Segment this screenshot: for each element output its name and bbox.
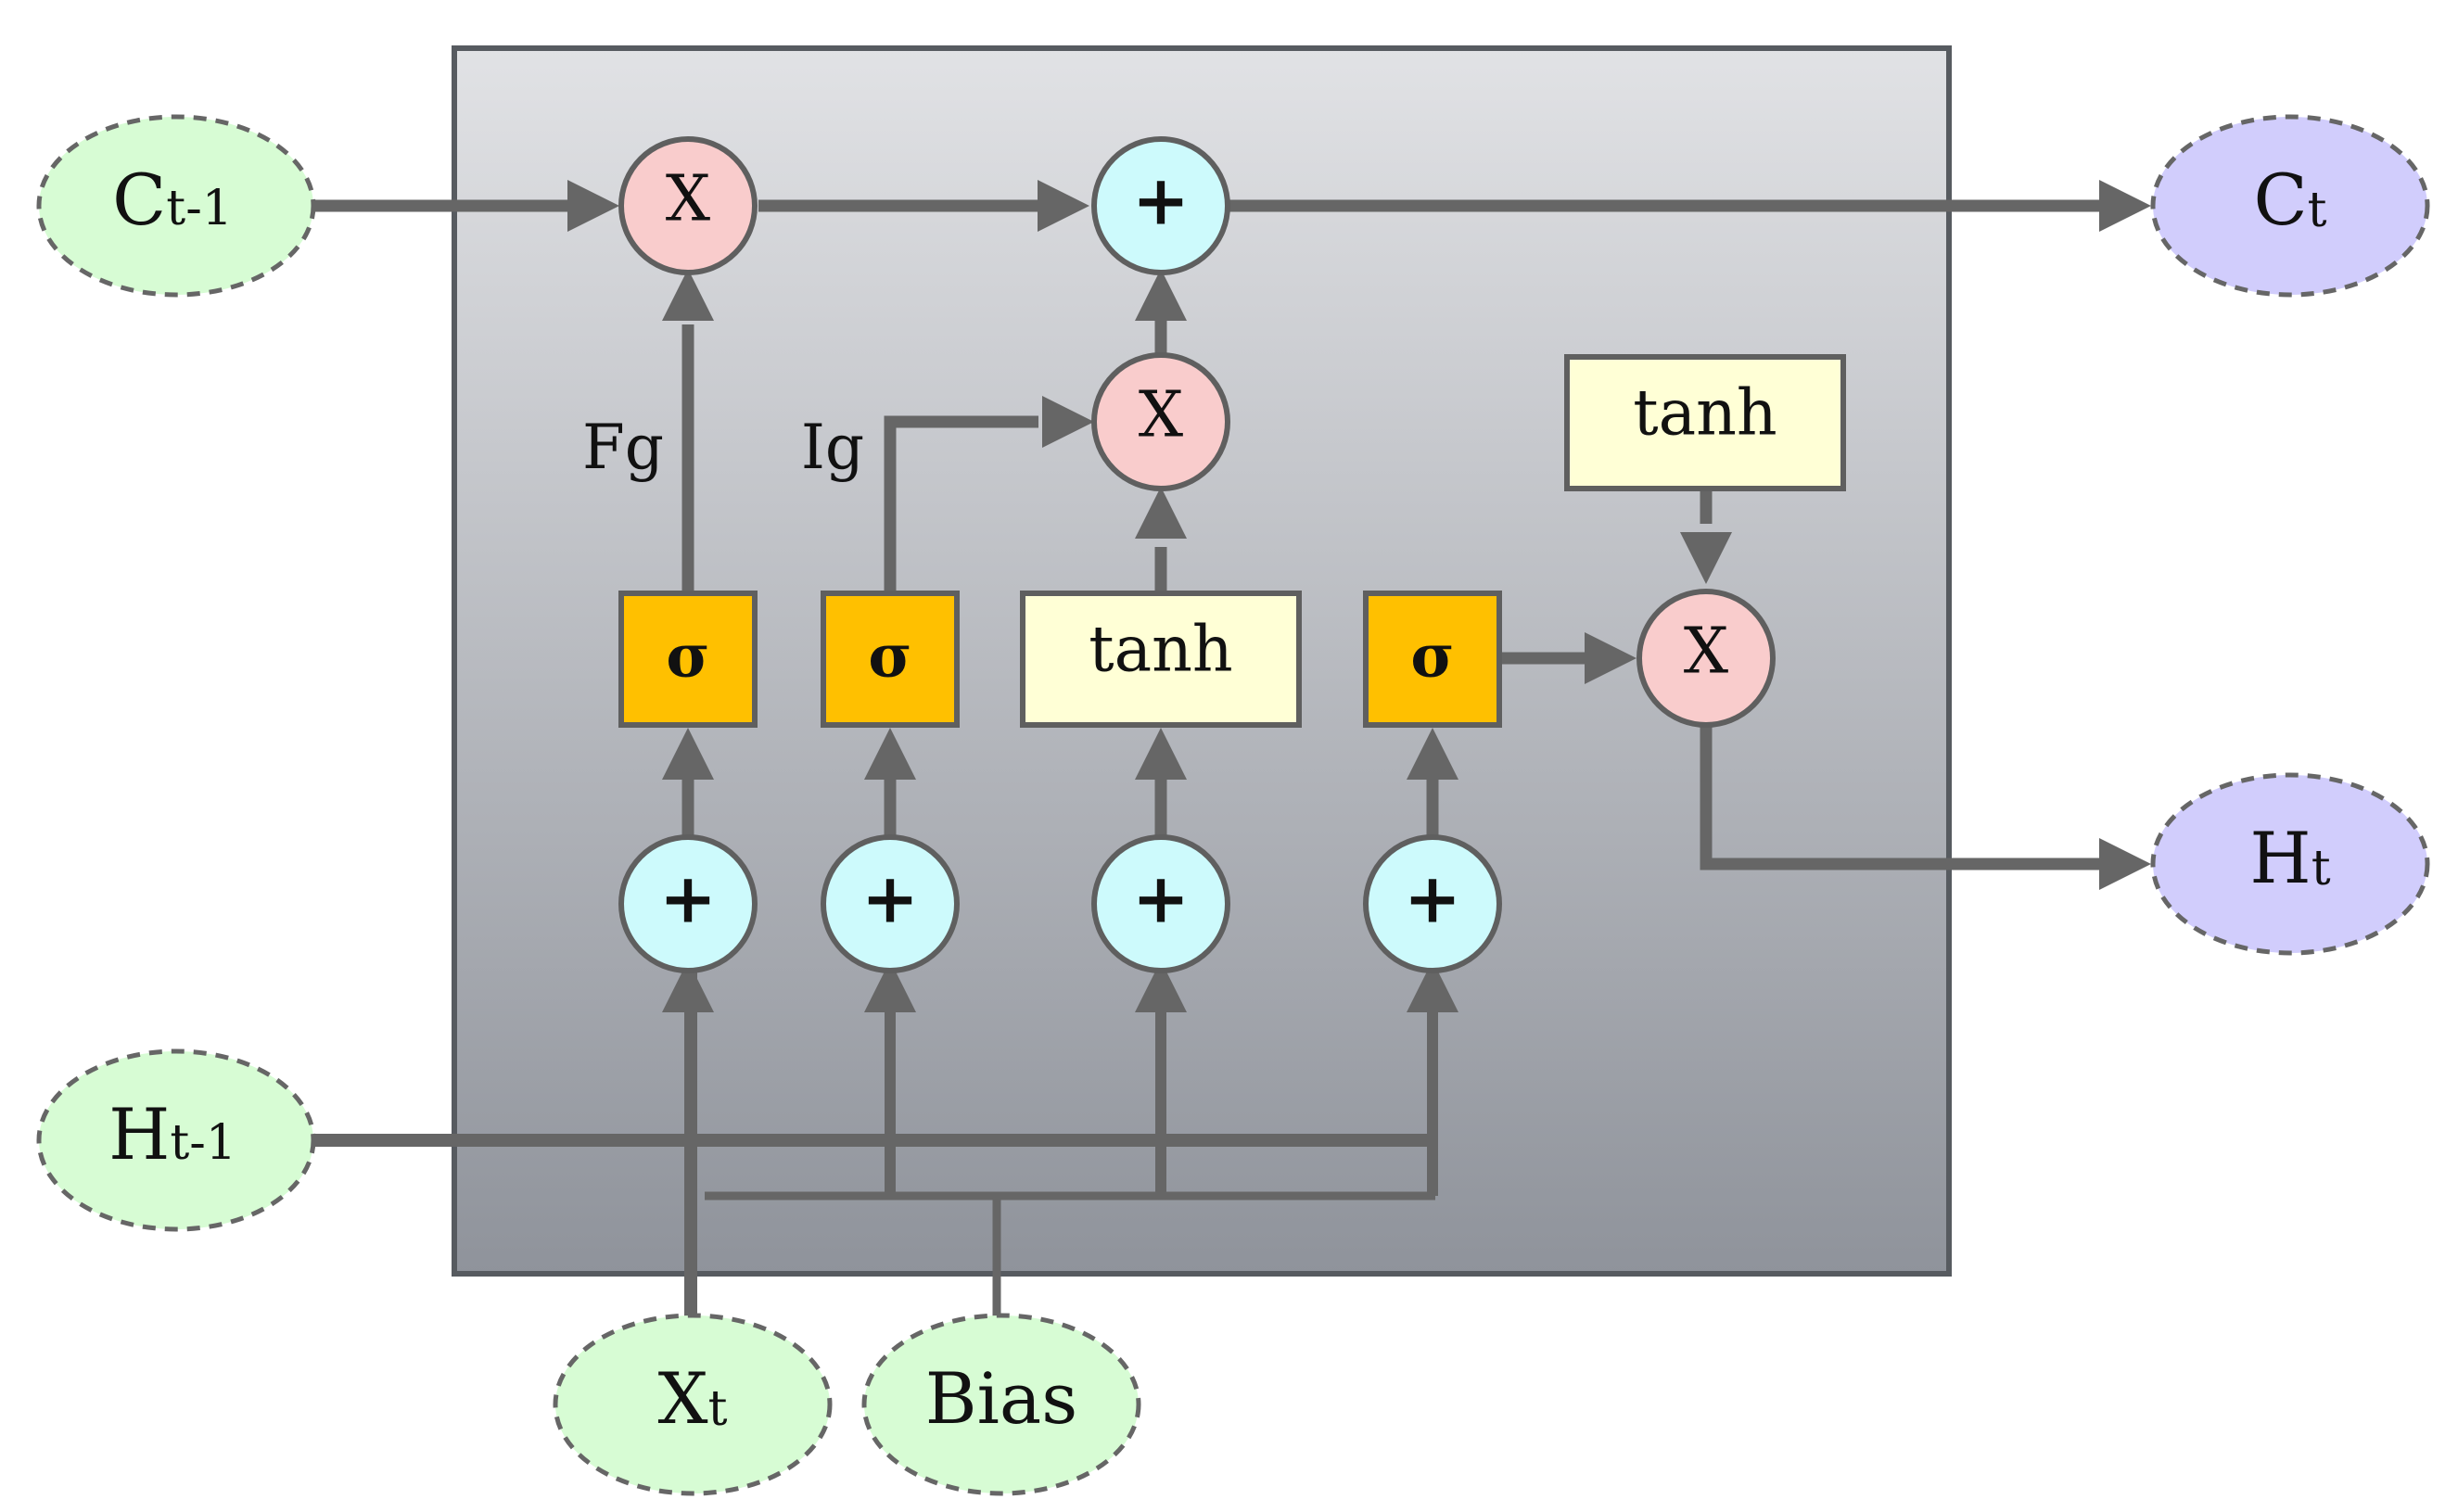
arrow-into-input-multiply bbox=[1042, 396, 1094, 448]
svg-text:tanh: tanh bbox=[1089, 614, 1232, 687]
arrow-into-c-t bbox=[2099, 180, 2151, 232]
arrow-up-add1 bbox=[662, 960, 714, 1012]
svg-text:+: + bbox=[1132, 859, 1190, 939]
arrow-up-sigmoid4 bbox=[1407, 728, 1458, 780]
arrow-up-input-multiply bbox=[1135, 487, 1187, 539]
output-multiply-node: X bbox=[1637, 589, 1776, 728]
h-prev-node: Ht-1 bbox=[36, 1048, 316, 1232]
arrow-up-tanh bbox=[1135, 728, 1187, 780]
svg-text:σ: σ bbox=[868, 622, 911, 692]
x-t-node: Xt bbox=[553, 1313, 833, 1496]
arrow-up-cell-add bbox=[1135, 269, 1187, 321]
svg-text:X: X bbox=[1684, 616, 1729, 689]
output-tanh: tanh bbox=[1564, 354, 1846, 491]
svg-text:Ht: Ht bbox=[2249, 817, 2330, 899]
arrow-up-add2 bbox=[864, 960, 916, 1012]
svg-text:+: + bbox=[861, 859, 919, 939]
bias-node: Bias bbox=[861, 1313, 1141, 1496]
arrow-into-cell-add bbox=[1038, 180, 1089, 232]
candidate-tanh: tanh bbox=[1020, 591, 1302, 728]
svg-text:+: + bbox=[659, 859, 717, 939]
arrow-up-sigmoid1 bbox=[662, 728, 714, 780]
arrowheads bbox=[567, 180, 2151, 1012]
svg-text:+: + bbox=[1404, 859, 1461, 939]
arrow-down-output-multiply bbox=[1680, 532, 1732, 584]
forget-multiply-node: X bbox=[618, 136, 758, 275]
svg-text:tanh: tanh bbox=[1633, 377, 1777, 451]
cell-state-add-node: + bbox=[1091, 136, 1230, 275]
svg-text:Ct-1: Ct-1 bbox=[112, 159, 233, 241]
forget-gate-sigmoid: σ bbox=[618, 591, 758, 728]
arrow-into-output-multiply bbox=[1585, 632, 1637, 684]
hidden-output-line bbox=[1700, 723, 2109, 870]
svg-text:Xt: Xt bbox=[657, 1357, 727, 1440]
c-prev-node: Ct-1 bbox=[36, 114, 316, 298]
input-gate-label: Ig bbox=[801, 412, 864, 483]
arrow-up-forget-multiply bbox=[662, 269, 714, 321]
arrow-into-h-t bbox=[2099, 838, 2151, 890]
arrow-up-sigmoid2 bbox=[864, 728, 916, 780]
output-gate-add-node: + bbox=[1363, 834, 1502, 973]
svg-text:X: X bbox=[1139, 379, 1184, 452]
input-gate-sigmoid: σ bbox=[821, 591, 960, 728]
svg-text:Ht-1: Ht-1 bbox=[108, 1093, 236, 1175]
input-multiply-node: X bbox=[1091, 352, 1230, 491]
svg-text:X: X bbox=[666, 163, 711, 236]
svg-text:+: + bbox=[1132, 161, 1190, 241]
c-t-node: Ct bbox=[2150, 114, 2430, 298]
svg-text:σ: σ bbox=[1410, 622, 1454, 692]
forget-gate-add-node: + bbox=[618, 834, 758, 973]
svg-text:Bias: Bias bbox=[925, 1357, 1077, 1440]
arrow-up-add3 bbox=[1135, 960, 1187, 1012]
arrow-into-forget-multiply bbox=[567, 180, 619, 232]
svg-text:σ: σ bbox=[666, 622, 709, 692]
input-gate-add-node: + bbox=[821, 834, 960, 973]
svg-text:Ct: Ct bbox=[2253, 159, 2326, 241]
h-t-node: Ht bbox=[2150, 772, 2430, 956]
forget-gate-label: Fg bbox=[582, 412, 664, 483]
input-gate-line bbox=[884, 415, 1038, 593]
candidate-add-node: + bbox=[1091, 834, 1230, 973]
connector-lines bbox=[315, 199, 2109, 870]
arrow-up-add4 bbox=[1407, 960, 1458, 1012]
output-gate-sigmoid: σ bbox=[1363, 591, 1502, 728]
